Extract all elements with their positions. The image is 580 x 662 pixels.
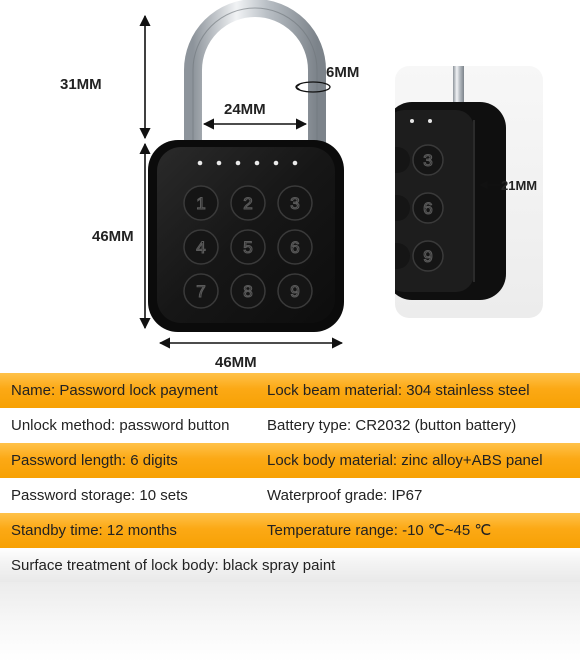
side-key-6: 6 <box>412 192 444 224</box>
side-key-3: 3 <box>412 144 444 176</box>
spec-row: Password length: 6 digits Lock body mate… <box>0 443 580 478</box>
key-8[interactable]: 8 <box>230 273 266 309</box>
key-9[interactable]: 9 <box>277 273 313 309</box>
spec-row: Name: Password lock payment Lock beam ma… <box>0 373 580 408</box>
key-3[interactable]: 3 <box>277 185 313 221</box>
key-digit: 3 <box>423 151 432 170</box>
key-digit: 5 <box>243 238 252 257</box>
dimension-shackle-width: 24MM <box>202 101 308 130</box>
key-digit: 1 <box>196 194 205 213</box>
spec-unlock-method: Unlock method: password button <box>11 417 230 434</box>
spec-row: Password storage: 10 sets Waterproof gra… <box>0 478 580 513</box>
indicator-lights <box>197 160 298 166</box>
key-2[interactable]: 2 <box>230 185 266 221</box>
dimension-body-height: 46MM <box>92 142 151 330</box>
shackle <box>184 0 326 150</box>
key-4[interactable]: 4 <box>183 229 219 265</box>
key-6[interactable]: 6 <box>277 229 313 265</box>
key-digit: 6 <box>423 199 432 218</box>
spec-battery-type: Battery type: CR2032 (button battery) <box>267 417 517 434</box>
dimension-shackle-diameter: 6MM <box>295 64 359 93</box>
padlock-dimension-diagram: 1 2 3 4 5 6 7 8 9 31MM 46MM 24MM 6MM 46M… <box>60 0 543 370</box>
key-digit: 8 <box>243 282 252 301</box>
spec-row: Standby time: 12 months Temperature rang… <box>0 513 580 548</box>
dimension-body-width: 46MM <box>158 337 344 370</box>
dimension-label: 46MM <box>92 228 134 245</box>
key-digit: 6 <box>290 238 299 257</box>
dimension-label: 31MM <box>60 76 102 93</box>
key-digit: 7 <box>196 282 205 301</box>
spec-row: Unlock method: password button Battery t… <box>0 408 580 443</box>
dimension-label: 46MM <box>215 354 257 370</box>
keypad: 1 2 3 4 5 6 7 8 9 <box>183 185 313 309</box>
key-1[interactable]: 1 <box>183 185 219 221</box>
spec-standby-time: Standby time: 12 months <box>11 522 177 539</box>
spec-password-length: Password length: 6 digits <box>11 452 178 469</box>
key-digit: 3 <box>290 194 299 213</box>
spec-body-material: Lock body material: zinc alloy+ABS panel <box>267 452 543 469</box>
spec-password-storage: Password storage: 10 sets <box>11 487 188 504</box>
key-5[interactable]: 5 <box>230 229 266 265</box>
key-digit: 2 <box>243 194 252 213</box>
bottom-fade <box>0 582 580 662</box>
lock-body: 1 2 3 4 5 6 7 8 9 <box>148 140 344 332</box>
spec-name: Name: Password lock payment <box>11 382 218 399</box>
dimension-label: 6MM <box>326 64 359 81</box>
side-view-inset: 3 6 9 21MM <box>395 66 543 318</box>
spec-row: Surface treatment of lock body: black sp… <box>0 548 580 582</box>
key-digit: 4 <box>196 238 205 257</box>
spec-waterproof-grade: Waterproof grade: IP67 <box>267 487 423 504</box>
key-digit: 9 <box>290 282 299 301</box>
dimension-label: 21MM <box>501 178 537 193</box>
spec-table: Name: Password lock payment Lock beam ma… <box>0 373 580 582</box>
side-key-9: 9 <box>412 240 444 272</box>
key-7[interactable]: 7 <box>183 273 219 309</box>
spec-surface-treatment: Surface treatment of lock body: black sp… <box>11 557 336 574</box>
dimension-label: 24MM <box>224 101 266 118</box>
key-digit: 9 <box>423 247 432 266</box>
dimension-shackle-height: 31MM <box>60 14 151 140</box>
spec-temperature-range: Temperature range: -10 ℃~45 ℃ <box>267 522 492 539</box>
spec-beam-material: Lock beam material: 304 stainless steel <box>267 382 530 399</box>
